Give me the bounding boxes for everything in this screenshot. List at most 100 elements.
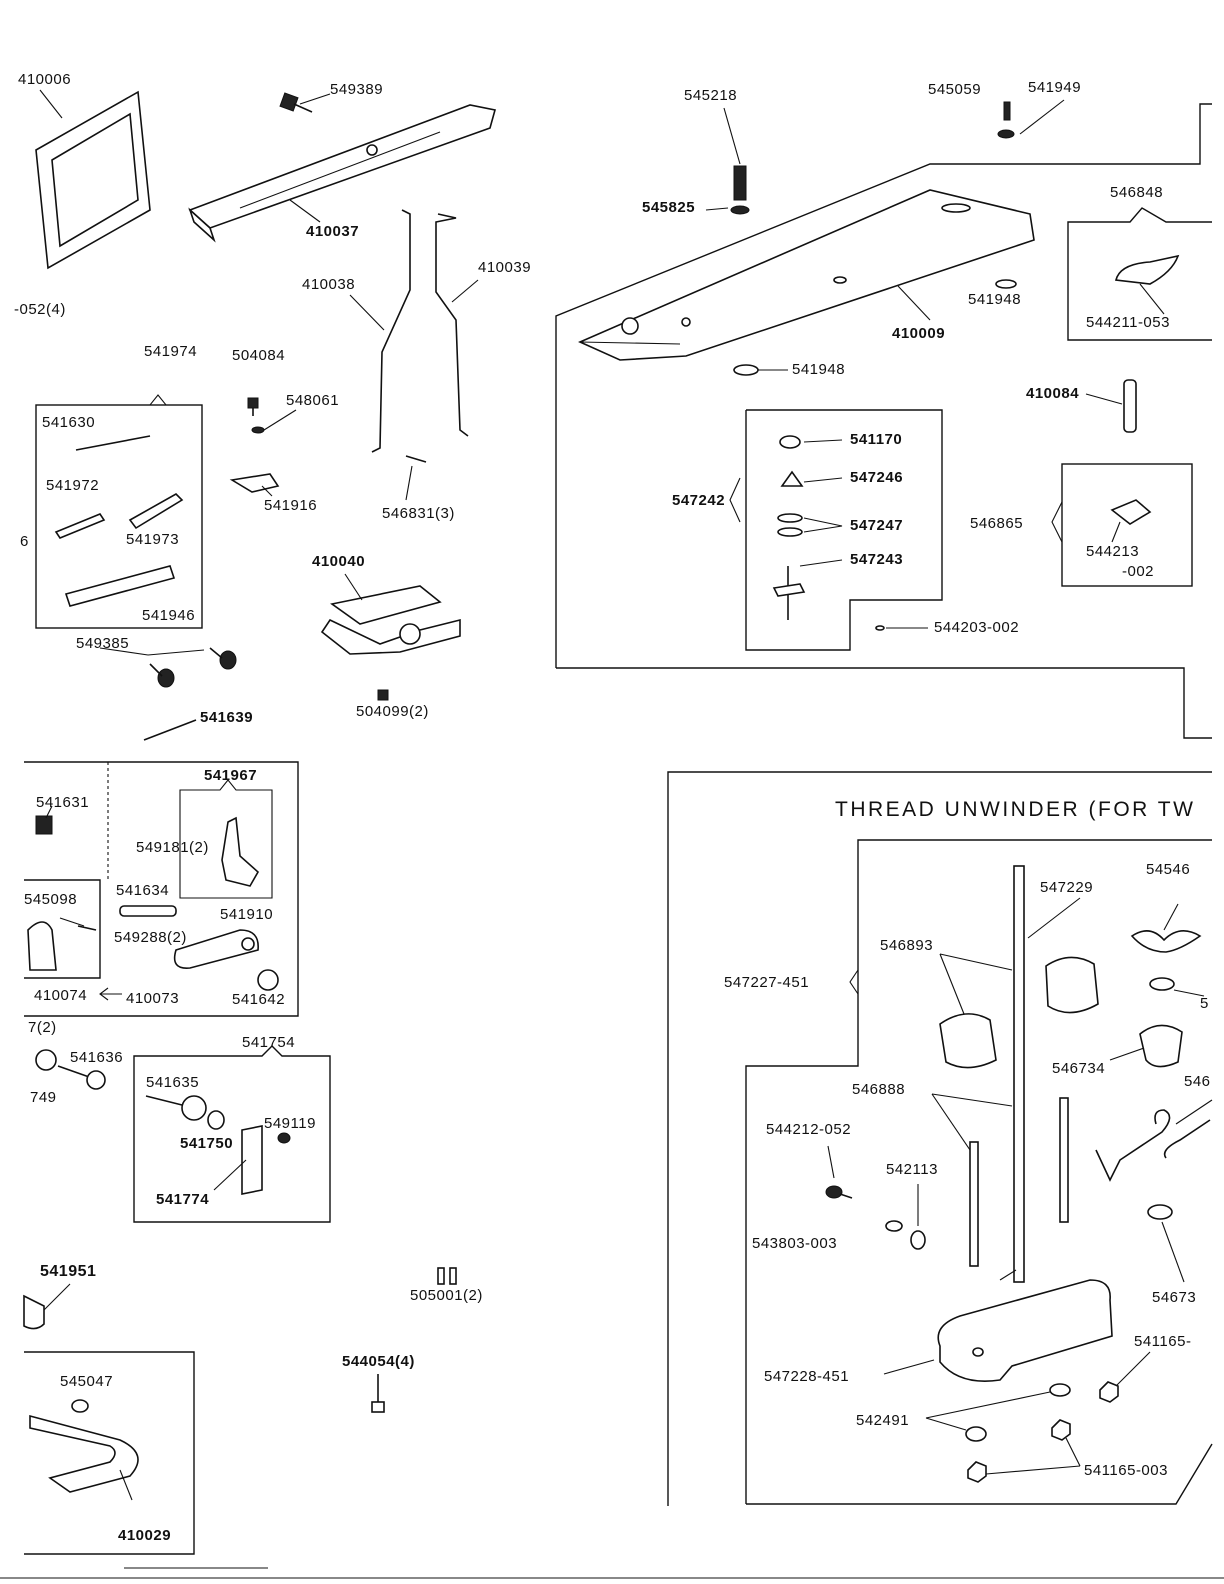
label-547242: 547242 [672,492,726,509]
label-5: 5 [1200,995,1209,1012]
label-541948-b: 541948 [792,361,846,378]
label-505001-2: 505001(2) [410,1287,483,1304]
label-544203-002: 544203-002 [934,619,1020,636]
rod-410039 [435,213,479,437]
label-547247: 547247 [850,517,904,534]
label-541165-003: 541165-003 [1084,1462,1168,1479]
label-541630: 541630 [42,414,96,431]
box-right-top [555,103,1212,739]
label-549385: 549385 [76,635,130,652]
label-541642: 541642 [232,991,286,1008]
label-549181-2: 549181(2) [136,839,209,856]
label-541750: 541750 [180,1135,234,1152]
label-541967: 541967 [204,767,258,784]
label-541635: 541635 [146,1074,200,1091]
screws-549385 [99,647,237,688]
label-547228-451: 547228-451 [764,1368,850,1385]
label-002: -002 [1122,563,1155,580]
box-546865 [1051,463,1193,587]
label-504099-2: 504099(2) [356,703,429,720]
label-548061: 548061 [286,392,340,409]
box-545047 [24,1351,195,1555]
washer-541948 [733,279,1017,376]
label-541972: 541972 [46,477,100,494]
label-410039: 410039 [478,259,532,276]
box-547242 [729,409,943,651]
label-541774: 541774 [156,1191,210,1208]
label-545098: 545098 [24,891,78,908]
label-544054-4: 544054(4) [342,1353,415,1370]
label-546734: 546734 [1052,1060,1106,1077]
label-544211-053: 544211-053 [1086,314,1170,331]
rod-410038 [349,209,411,453]
label-410037: 410037 [306,223,360,240]
label-542491: 542491 [856,1412,910,1429]
screw-504084 [247,397,297,434]
label-545218: 545218 [684,87,738,104]
label-541946: 541946 [142,607,196,624]
label-54673: 54673 [1152,1289,1197,1306]
label-543803-003: 543803-003 [752,1235,838,1252]
label-541754: 541754 [242,1034,296,1051]
base-547228-451 [883,1269,1113,1382]
thread-unwinder-frame [667,771,1213,1506]
label-410084: 410084 [1026,385,1080,402]
shaft-541951 [23,1283,71,1330]
nuts-541165 [967,1351,1151,1483]
label-504084: 504084 [232,347,286,364]
label-541636: 541636 [70,1049,124,1066]
label-541631: 541631 [36,794,90,811]
label-549288-2: 549288(2) [114,929,187,946]
label-052-4: -052(4) [14,301,66,318]
pin-410084 [1085,379,1137,433]
label-410006: 410006 [18,71,72,88]
box-left-middle [24,761,299,1017]
screw-544054 [371,1374,385,1413]
label-410009: 410009 [892,325,946,342]
spring-541639 [143,719,197,741]
rod-547229 [1013,865,1081,1283]
cap-546734 [1109,1024,1183,1068]
label-541165-a: 541165- [1134,1333,1192,1350]
label-549389: 549389 [330,81,384,98]
label-410038: 410038 [302,276,356,293]
screw-541636 [35,1049,106,1090]
label-546831-3: 546831(3) [382,505,455,522]
screw-544212-052 [825,1145,853,1199]
label-547227-451: 547227-451 [724,974,810,991]
label-541949: 541949 [1028,79,1082,96]
label-410074: 410074 [34,987,88,1004]
label-545825: 545825 [642,199,696,216]
screw-545218 [705,107,750,215]
label-544213: 544213 [1086,543,1140,560]
label-542113: 542113 [886,1161,938,1178]
part-541916 [229,473,280,497]
label-410073: 410073 [126,990,180,1007]
label-6: 6 [20,533,29,550]
label-546893: 546893 [880,937,934,954]
label-749: 749 [30,1089,57,1106]
section-title: THREAD UNWINDER (FOR TW [835,798,1196,821]
cover-plate-410006 [35,89,151,270]
spool-holders-546893 [939,953,1099,1069]
wing-nut-54546 [1130,903,1205,997]
screw-549389 [279,92,331,113]
hinge-410040 [320,573,461,655]
label-410029: 410029 [118,1527,172,1544]
label-546848: 546848 [1110,184,1164,201]
label-541951: 541951 [40,1263,97,1280]
label-410040: 410040 [312,553,366,570]
box-546848 [1067,207,1212,341]
label-549119: 549119 [264,1115,316,1132]
pin-546831 [405,455,427,501]
label-541634: 541634 [116,882,170,899]
label-545047: 545047 [60,1373,114,1390]
label-546865: 546865 [970,515,1024,532]
pins-505001 [437,1267,457,1285]
box-541974 [35,394,203,629]
label-541910: 541910 [220,906,274,923]
label-541948-a: 541948 [968,291,1022,308]
label-547229: 547229 [1040,879,1094,896]
rods-546888 [931,1093,1069,1267]
